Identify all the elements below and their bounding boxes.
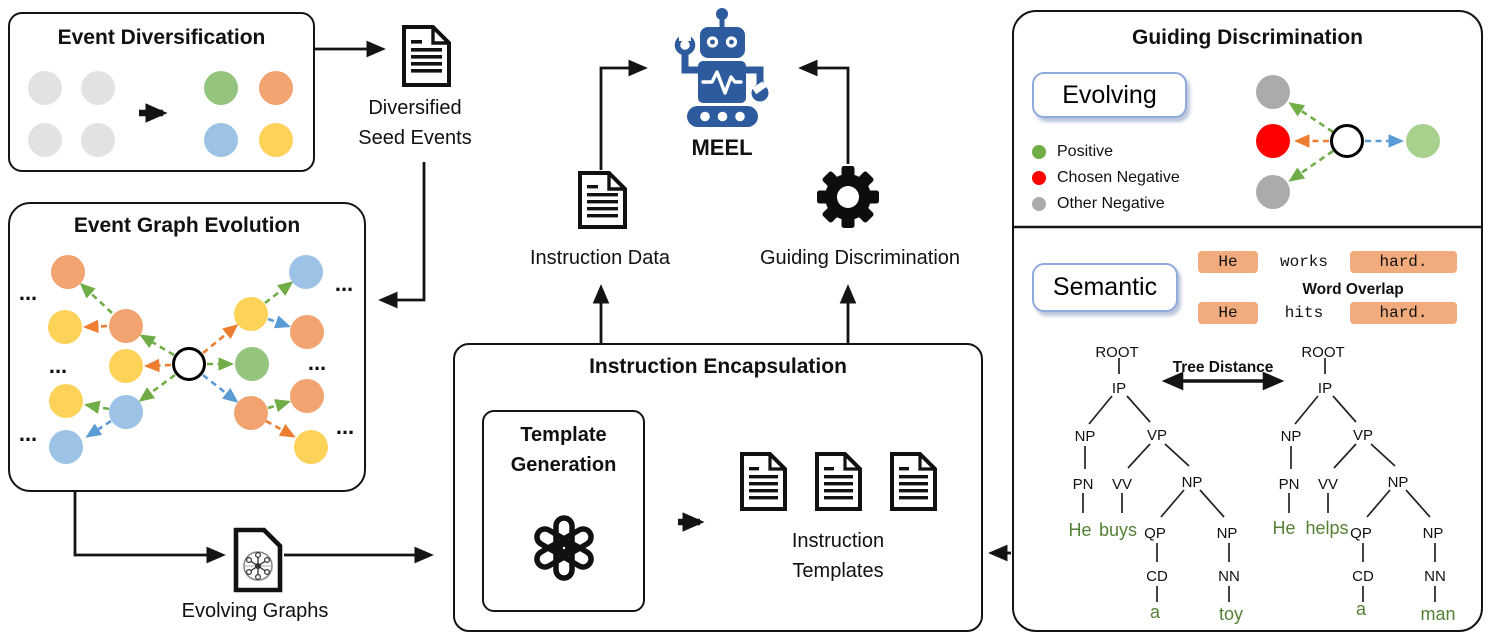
evolving-badge: Evolving	[1032, 72, 1187, 118]
template-generation-box	[482, 410, 645, 612]
positive-dot-icon	[1032, 145, 1046, 159]
event-graph-evolution-title: Event Graph Evolution	[73, 214, 301, 237]
sentence1-token-he: He	[1198, 251, 1258, 273]
instruction-data-doc-icon	[578, 171, 627, 229]
sentence2-token-hard: hard.	[1350, 302, 1457, 324]
chosen-negative-dot-icon	[1032, 171, 1046, 185]
sentence1-token-hard: hard.	[1350, 251, 1457, 273]
seed-events-label-line2: Seed Events	[358, 127, 472, 149]
instruction-encapsulation-title: Instruction Encapsulation	[589, 355, 847, 378]
sentence1-token-works: works	[1279, 253, 1328, 271]
seed-events-doc-icon	[402, 25, 451, 87]
sentence2-token-hits: hits	[1284, 304, 1324, 322]
instruction-templates-label-line2: Templates	[792, 560, 884, 582]
seed-events-label-line1: Diversified	[368, 97, 462, 119]
evolving-graphs-label: Evolving Graphs	[181, 600, 329, 622]
legend-row-positive: Positive	[1032, 143, 1180, 161]
template-generation-label-line2: Generation	[510, 454, 617, 476]
panel-title: Guiding Discrimination	[1131, 26, 1363, 49]
gear-icon	[817, 166, 879, 228]
meel-label: MEEL	[691, 135, 753, 160]
guiding-discrimination-label: Guiding Discrimination	[759, 247, 961, 269]
legend-label: Chosen Negative	[1057, 169, 1180, 186]
event-diversification-title: Event Diversification	[57, 26, 266, 49]
meel-robot-icon	[674, 8, 769, 127]
legend-row-other-negative: Other Negative	[1032, 195, 1180, 213]
legend-row-chosen-negative: Chosen Negative	[1032, 169, 1180, 187]
event-graph-evolution-box	[8, 202, 366, 492]
semantic-badge: Semantic	[1032, 263, 1178, 312]
template-generation-label-line1: Template	[520, 424, 607, 446]
instruction-data-label: Instruction Data	[529, 247, 671, 269]
legend-label: Positive	[1057, 143, 1114, 160]
word-overlap-label: Word Overlap	[1302, 281, 1404, 298]
instruction-templates-label-line1: Instruction	[791, 530, 885, 552]
other-negative-dot-icon	[1032, 197, 1046, 211]
evolving-legend: Positive Chosen Negative Other Negative	[1032, 143, 1180, 213]
sentence2-token-he: He	[1198, 302, 1258, 324]
evolving-graphs-doc-icon	[233, 527, 283, 593]
legend-label: Other Negative	[1057, 195, 1165, 212]
tree-distance-label: Tree Distance	[1172, 359, 1274, 376]
